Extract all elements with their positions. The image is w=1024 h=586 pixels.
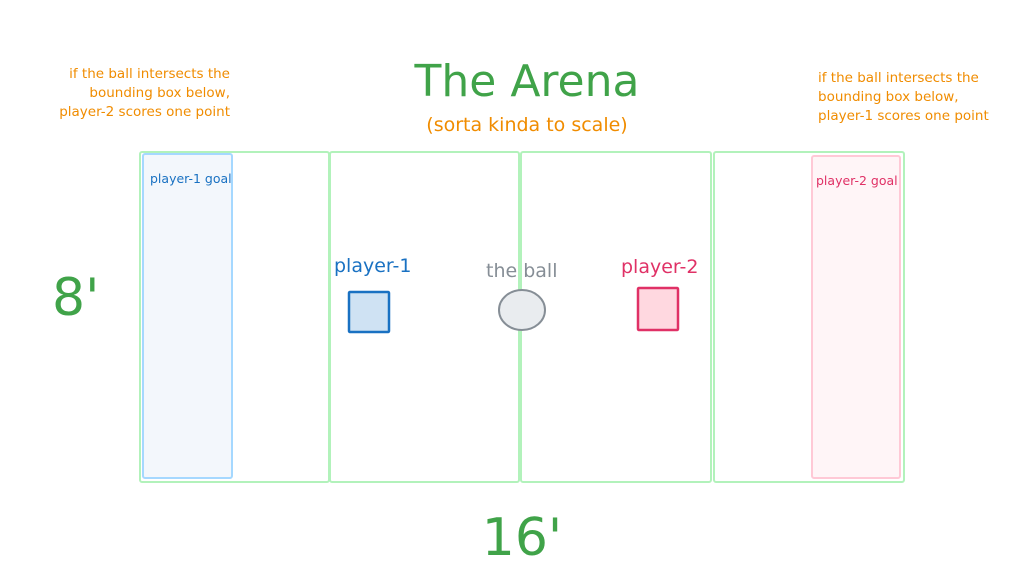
ball-shape bbox=[498, 289, 546, 331]
arena-section-3 bbox=[520, 151, 712, 483]
player-1-goal-label: player-1 goal bbox=[150, 171, 232, 186]
right-goal-note: if the ball intersects the bounding box … bbox=[818, 69, 1018, 126]
right-note-line: if the ball intersects the bbox=[818, 70, 979, 86]
ball-label: the ball bbox=[486, 260, 558, 282]
player-1-goal-box bbox=[142, 153, 233, 479]
left-note-line: bounding box below, bbox=[89, 85, 230, 101]
arena-section-4 bbox=[713, 151, 905, 483]
player-1-label: player-1 bbox=[334, 255, 412, 277]
left-note-line: player-2 scores one point bbox=[59, 104, 230, 120]
left-goal-note: if the ball intersects the bounding box … bbox=[20, 65, 230, 122]
height-dimension-label: 8' bbox=[52, 268, 100, 328]
left-note-line: if the ball intersects the bbox=[69, 66, 230, 82]
width-dimension-label: 16' bbox=[481, 508, 563, 568]
right-note-line: player-1 scores one point bbox=[818, 108, 989, 124]
right-note-line: bounding box below, bbox=[818, 89, 959, 105]
player-1-box bbox=[347, 290, 391, 334]
player-2-goal-label: player-2 goal bbox=[816, 173, 898, 188]
player-2-goal-box bbox=[811, 155, 901, 479]
diagram-title: The Arena bbox=[414, 56, 640, 107]
player-2-box bbox=[636, 286, 680, 332]
player-2-label: player-2 bbox=[621, 256, 699, 278]
diagram-subtitle: (sorta kinda to scale) bbox=[426, 114, 628, 136]
